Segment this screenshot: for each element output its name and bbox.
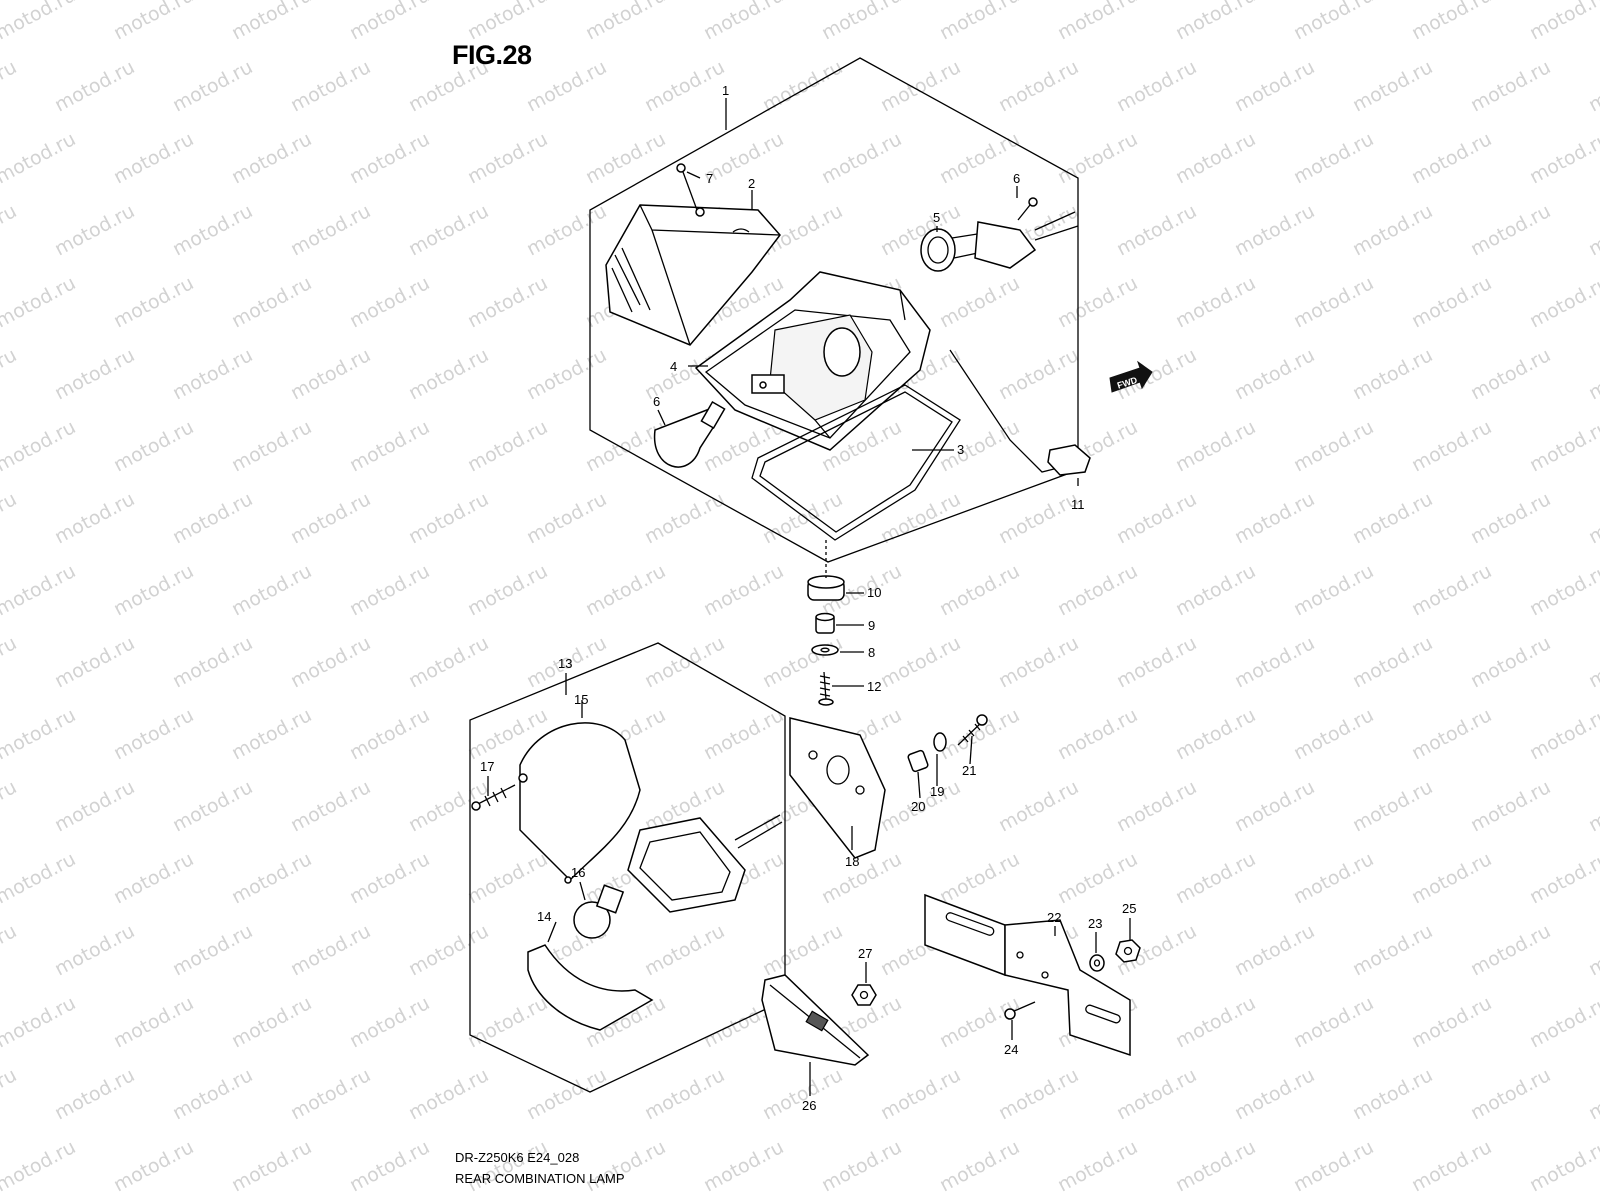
callout-24: 24 (1004, 1042, 1018, 1057)
callout-3: 3 (957, 442, 964, 457)
callout-1: 1 (722, 83, 729, 98)
gasket-part-3 (751, 384, 961, 541)
callout-4: 4 (670, 359, 677, 374)
figure-caption: REAR COMBINATION LAMP (455, 1171, 625, 1186)
callout-10: 10 (867, 585, 881, 600)
callout-12: 12 (867, 679, 881, 694)
bulb-part-16 (573, 884, 625, 939)
housing-part-4 (694, 271, 931, 451)
figure-title: FIG.28 (452, 40, 532, 70)
screw-part-12 (818, 671, 834, 706)
callout-22: 22 (1047, 910, 1061, 925)
screw-part-6-upper (1017, 197, 1038, 221)
gasket-part-18 (789, 717, 886, 859)
socket-part-5 (920, 211, 1079, 272)
callout-9: 9 (868, 618, 875, 633)
callout-16: 16 (571, 865, 585, 880)
lamp-base-socket (627, 814, 783, 913)
callout-20: 20 (911, 799, 925, 814)
nut-part-27 (851, 984, 877, 1006)
bolt-part-21 (957, 714, 988, 746)
spacer-part-9 (815, 612, 835, 634)
callout-27: 27 (858, 946, 872, 961)
callout-23: 23 (1088, 916, 1102, 931)
nut-part-25 (1115, 939, 1141, 963)
washer-part-19 (933, 732, 947, 752)
bracket-part-22 (924, 893, 1131, 1057)
assembly-boundary-1 (589, 57, 1079, 563)
callout-7: 7 (706, 171, 713, 186)
lens-part-2 (605, 204, 781, 346)
assembly-boundary-13 (469, 642, 786, 1093)
callout-18: 18 (845, 854, 859, 869)
washer-part-8 (811, 644, 839, 656)
callout-19: 19 (930, 784, 944, 799)
screw-part-17 (471, 784, 516, 811)
callout-2: 2 (748, 176, 755, 191)
lens-part-15 (518, 722, 641, 884)
callout-13: 13 (558, 656, 572, 671)
callout-5: 5 (933, 210, 940, 225)
callout-25: 25 (1122, 901, 1136, 916)
bulb-part-6-upper (653, 400, 726, 468)
callout-26: 26 (802, 1098, 816, 1113)
callout-6-lower: 6 (653, 394, 660, 409)
cushion-part-10 (807, 575, 845, 601)
shade-part-14 (527, 944, 654, 1031)
connector-part-11 (949, 349, 1091, 476)
screw-part-24 (1004, 1001, 1036, 1020)
callout-14: 14 (537, 909, 551, 924)
callout-17: 17 (480, 759, 494, 774)
callout-6-upper: 6 (1013, 171, 1020, 186)
fwd-direction-icon: FWD (1109, 360, 1153, 393)
callout-15: 15 (574, 692, 588, 707)
callout-11: 11 (1071, 497, 1085, 512)
collar-part-20 (907, 749, 929, 773)
screw-part-7 (676, 163, 698, 211)
model-code: DR-Z250K6 E24_028 (455, 1150, 580, 1165)
washer-part-23 (1089, 954, 1105, 972)
callout-8: 8 (868, 645, 875, 660)
callout-21: 21 (962, 763, 976, 778)
leader-lines (487, 98, 1131, 1096)
reflector-part-26 (761, 974, 870, 1066)
